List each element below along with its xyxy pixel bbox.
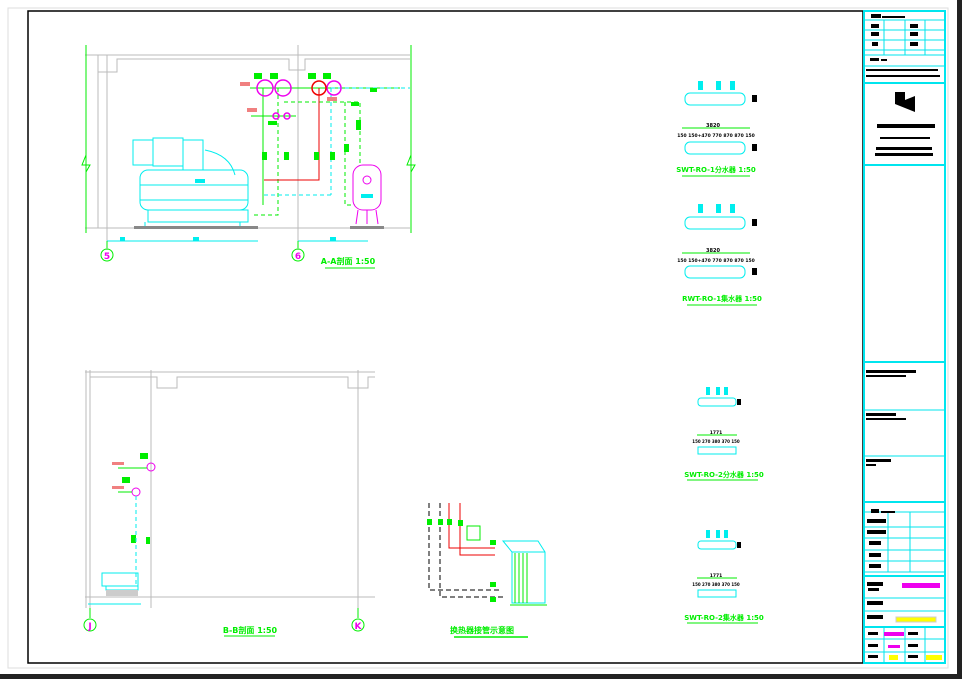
- manifold-swt-ro-2-collector: 1771 150 270 380 370 150 SWT-RO-2集水器 1:5…: [684, 530, 764, 624]
- title-block-text-blocks: [866, 14, 940, 658]
- chiller-unit: [132, 137, 249, 228]
- svg-text:K: K: [355, 622, 363, 632]
- legend-swatch-yellow: [889, 655, 898, 660]
- screen-edge-right: [957, 0, 962, 679]
- axis-bubble-j: J: [83, 608, 97, 632]
- heat-exchanger-schematic: 换热器接管示意图: [427, 503, 547, 638]
- manifold-swt-ro-2: 1771 150 270 380 370 150 SWT-RO-2分水器 1:5…: [684, 387, 764, 481]
- manifold-title: SWT-RO-2分水器 1:50: [684, 470, 764, 479]
- svg-text:150 150+470 770 870 870 150: 150 150+470 770 870 870 150: [677, 133, 754, 139]
- legend-swatch-yellow-2: [926, 655, 942, 660]
- manifold-title: SWT-RO-2集水器 1:50: [684, 613, 764, 622]
- screen-edge-bottom: [0, 674, 962, 679]
- svg-text:150 270 380 370 150: 150 270 380 370 150: [692, 582, 740, 587]
- pump-unit: [101, 572, 139, 591]
- manifold-title: RWT-RO-1集水器 1:50: [682, 294, 762, 303]
- svg-text:150 150+470 770 870 870 150: 150 150+470 770 870 870 150: [677, 258, 754, 264]
- sheet-border: [7, 7, 949, 669]
- title-block: [863, 10, 946, 664]
- svg-text:1771: 1771: [710, 430, 723, 436]
- legend-bar-magenta: [902, 583, 940, 588]
- manifold-title: SWT-RO-1分水器 1:50: [676, 165, 756, 174]
- svg-text:6: 6: [295, 252, 301, 262]
- section-aa-title: A-A剖面 1:50: [321, 256, 376, 266]
- svg-text:150 270 380 370 150: 150 270 380 370 150: [692, 439, 740, 444]
- drawing-frame: [27, 10, 864, 664]
- plate-heat-exchanger: [501, 540, 546, 604]
- axis-bubble-k: K: [351, 608, 365, 632]
- svg-text:1771: 1771: [710, 573, 723, 579]
- section-aa: 5 6 A-A剖面 1:50: [81, 45, 416, 269]
- svg-text:5: 5: [104, 252, 110, 262]
- svg-text:3820: 3820: [706, 248, 720, 254]
- legend-bar-yellow: [895, 616, 937, 623]
- legend-swatch-magenta-2: [888, 645, 900, 648]
- manifold-swt-ro-1: 3820 150 150+470 770 870 870 150 SWT-RO-…: [676, 81, 757, 177]
- svg-text:J: J: [87, 622, 91, 632]
- section-bb-title: B-B剖面 1:50: [223, 625, 278, 635]
- axis-bubble-6: 6: [291, 241, 305, 262]
- legend-swatch-magenta: [884, 632, 904, 636]
- svg-text:3820: 3820: [706, 123, 720, 129]
- manifold-rwt-ro-1: 3820 150 150+470 770 870 870 150 RWT-RO-…: [677, 204, 762, 306]
- axis-bubble-5: 5: [100, 241, 114, 262]
- expansion-tank: [352, 164, 382, 225]
- section-bb: J K B-B剖面 1:50: [83, 370, 375, 637]
- schematic-title: 换热器接管示意图: [450, 625, 514, 635]
